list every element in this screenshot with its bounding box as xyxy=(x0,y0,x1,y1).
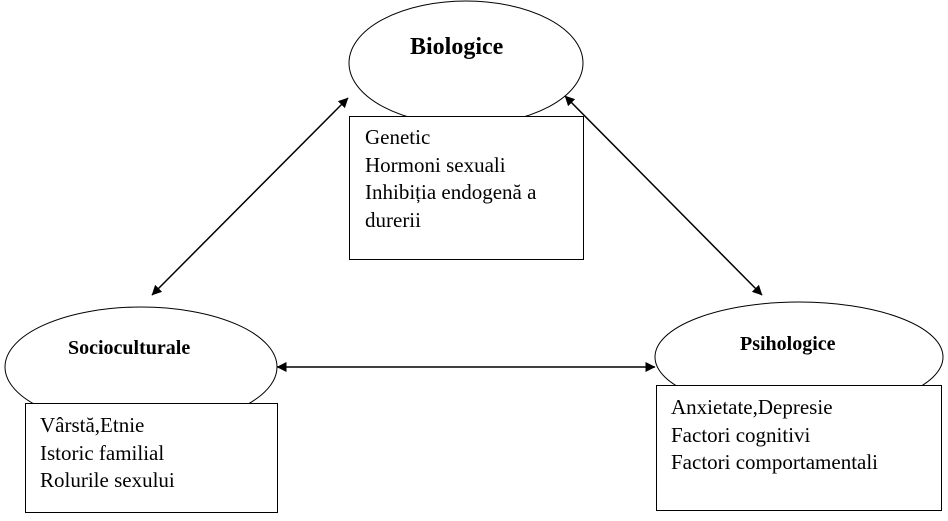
arrow-biologice-socioculturale xyxy=(151,97,349,296)
psihologice-title: Psihologice xyxy=(740,333,836,355)
factor-item: Rolurile sexului xyxy=(40,468,175,492)
psihologice-factors-box: Anxietate,Depresie Factori cognitivi Fac… xyxy=(656,385,942,511)
factor-item: Factori comportamentali xyxy=(671,450,879,474)
socioculturale-title: Socioculturale xyxy=(68,337,191,359)
biologice-title: Biologice xyxy=(410,34,504,60)
factor-item: Vârstă,Etnie xyxy=(40,413,145,437)
factor-item: Istoric familial xyxy=(40,440,165,465)
socioculturale-factors-box: Vârstă,Etnie Istoric familial Rolurile s… xyxy=(25,403,278,513)
factor-item: Factori cognitivi xyxy=(671,422,811,447)
factor-item: Hormoni sexuali xyxy=(365,152,506,177)
biologice-factors-box: Genetic Hormoni sexuali Inhibiția endoge… xyxy=(349,116,584,260)
factor-item: durerii xyxy=(365,207,421,232)
factor-item: Inhibiția endogenă a xyxy=(365,180,537,204)
arrow-biologice-psihologice xyxy=(564,95,763,296)
factor-item: Genetic xyxy=(365,125,431,149)
biologice-ellipse xyxy=(348,0,584,126)
factor-item: Anxietate,Depresie xyxy=(671,395,833,419)
